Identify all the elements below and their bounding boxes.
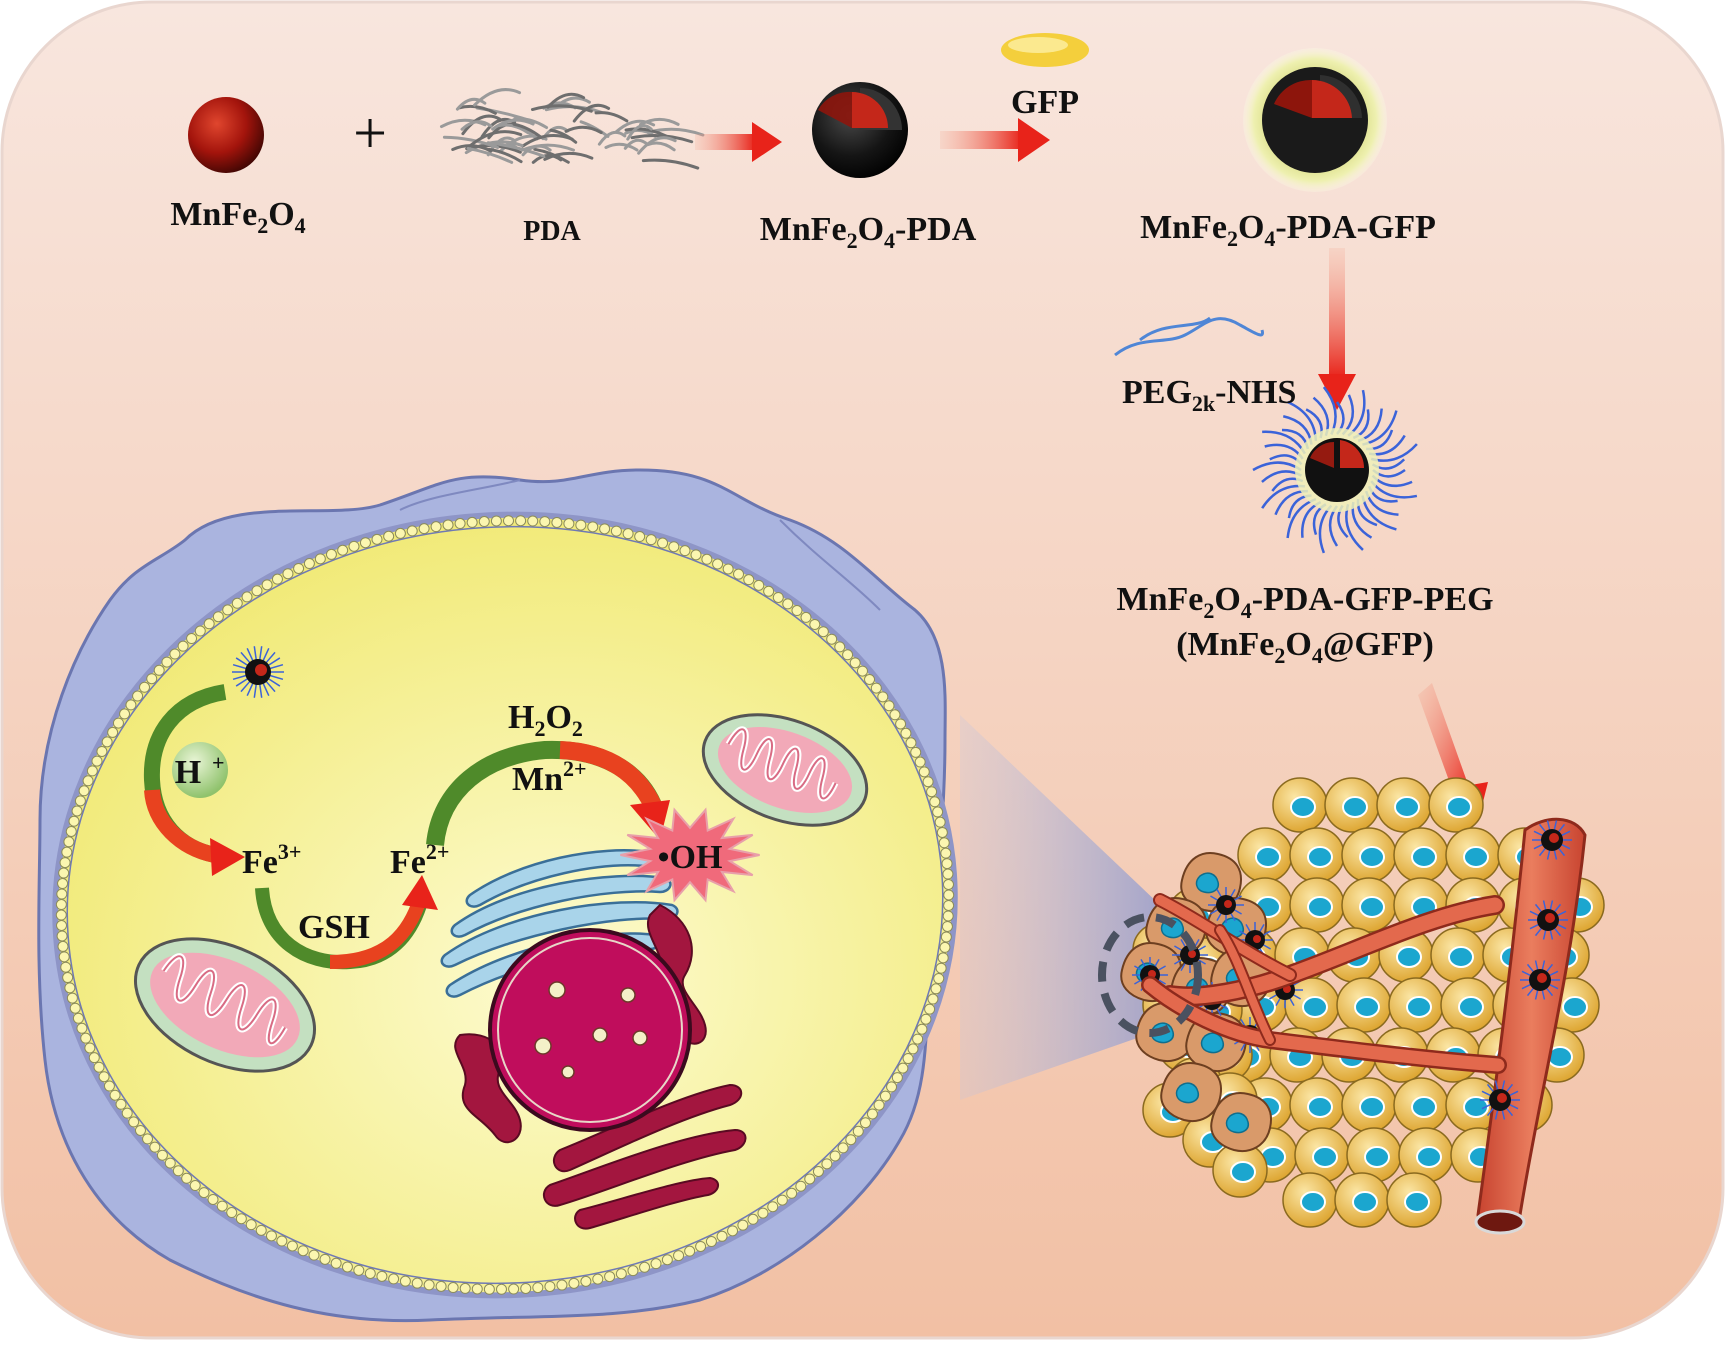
nucleus [488,928,692,1132]
mnfe2o4-pda-gfp-label: MnFe2O4-PDA-GFP [1140,209,1436,251]
pda-label: PDA [523,216,581,247]
final-product-label: MnFe2O4-PDA-GFP-PEG [1116,581,1493,623]
gfp-label: GFP [1011,84,1079,121]
arrow-to-pda-coated [695,122,782,162]
mnfe2o4-pda-gfp-peg-particle-icon [1252,386,1418,554]
vessel-nanoparticles [1480,820,1572,1120]
mnfe2o4-pda-gfp-particle-icon [1243,48,1387,192]
peg-chain-icon [1114,316,1265,357]
arrow-to-gfp-coated [940,118,1050,162]
internalized-nanoparticle-icon [232,646,284,698]
mn2-label: Mn2+ [512,756,587,798]
zoom-highlight-circle [1098,913,1202,1037]
mitochondrion-top-right [701,713,869,827]
final-product-abbrev-label: (MnFe2O4@GFP) [1176,626,1434,668]
mnfe2o4-sphere-icon [188,97,264,173]
h-plus-label: H [175,754,201,791]
arrow-to-peg-coated [1318,248,1356,410]
membrane-beads [55,515,955,1295]
hydroxyl-radical-label: •OH [658,839,723,876]
mnfe2o4-label: MnFe2O4 [170,196,305,238]
gfp-protein-icon [1001,33,1089,67]
peg-nhs-label: PEG2k-NHS [1122,374,1296,416]
plus-sign: + [353,100,387,166]
h-plus-superscript: + [212,750,225,775]
fe3-label: Fe3+ [242,839,301,881]
h-plus-arrow [143,684,245,876]
h2o2-label: H2O2 [508,699,583,741]
endoplasmic-reticulum [454,903,747,1230]
mnfe2o4-pda-label: MnFe2O4-PDA [760,211,977,253]
gsh-label: GSH [298,909,370,946]
h-plus-badge: H + [172,742,228,798]
mnfe2o4-pda-particle-icon [812,82,908,178]
hydroxyl-radical-burst-icon [620,807,760,903]
mitochondrion-bottom-left [133,937,317,1073]
gsh-arrow [255,875,438,970]
polydopamine-fiber-icon [439,88,705,170]
